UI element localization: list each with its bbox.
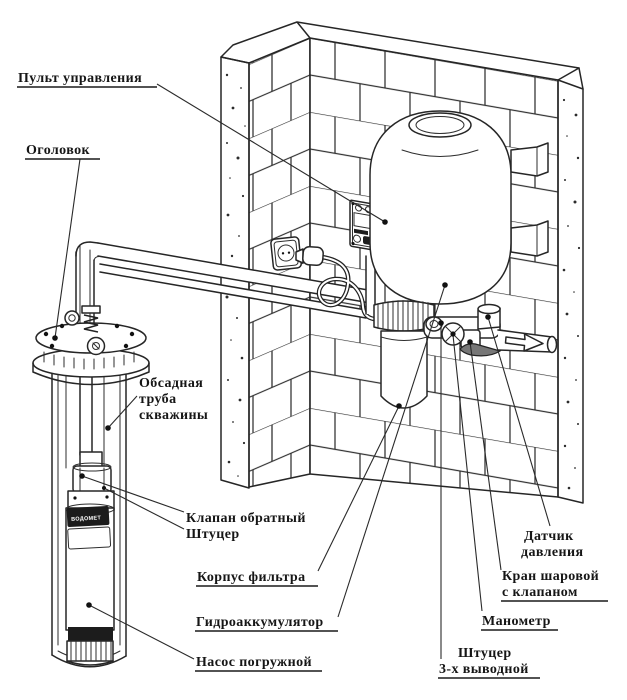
label-pressure-sensor-line2: давления [521,545,583,560]
label-casing-line3: скважины [139,408,208,423]
leader-shtutser [103,487,185,530]
label-pressure-sensor-line1: Датчик [524,529,574,544]
well-assembly: ВОДОМЕТ [32,241,150,668]
label-casing-line2: труба [139,392,176,407]
label-check-valve-line2: Штуцер [186,527,240,542]
label-casing-line1: Обсадная [139,376,203,391]
labels: Пульт управления Оголовок Обсадная труба… [17,71,608,679]
pump-intake-band [68,627,113,641]
brand-flower-icon [353,234,361,243]
wall-bracket [510,142,549,177]
right-concrete-column [557,67,584,504]
panel-led [355,204,362,212]
label-filter-housing: Корпус фильтра [197,570,306,585]
pump-brand-plate [66,506,110,527]
outlet-pipe [497,329,558,354]
leader-control-panel [156,83,386,223]
filter-bowl [380,330,428,409]
leader-lines [52,83,551,660]
label-manometer: Манометр [482,614,551,629]
leader-wellhead [54,158,81,339]
label-three-way-line2: 3-х выводной [439,662,529,677]
leader-filter [317,405,400,572]
label-hydroaccumulator: Гидроаккумулятор [196,615,324,630]
casing-bottom-opening [51,654,127,668]
leader-pressure-sensor [487,316,551,527]
label-ball-valve-line2: с клапаном [502,585,578,600]
wellhead-cap [32,305,150,386]
flow-arrow-icon [504,333,544,352]
label-three-way-line1: Штуцер [458,646,512,661]
submersible-pump: ВОДОМЕТ [65,490,115,666]
leader-check-valve [81,475,185,513]
outlet-plug-fitting [86,336,106,356]
leader-manometer [452,334,483,612]
filter-collar-nut [373,300,435,332]
label-check-valve-line1: Клапан обратный [186,511,306,526]
valve-manifold [423,303,502,357]
pump-brand-label: ВОДОМЕТ [71,515,102,523]
leader-ball-valve [469,341,502,571]
pump-bottom-cap [66,640,114,666]
leader-hydroaccumulator [337,284,446,618]
leader-casing [107,395,138,429]
plug-icon [295,245,324,267]
label-submersible-pump: Насос погружной [196,655,312,670]
filter-housing [373,300,435,409]
label-wellhead: Оголовок [26,143,90,158]
hydroaccumulator-tank [369,110,549,305]
lifting-eye [64,310,80,326]
label-ball-valve-line1: Кран шаровой [502,569,599,584]
cable-gland-spring [81,305,101,333]
label-control-panel: Пульт управления [18,71,142,86]
power-cable [295,245,377,322]
left-concrete-column [220,56,250,489]
leader-pump [88,604,195,660]
